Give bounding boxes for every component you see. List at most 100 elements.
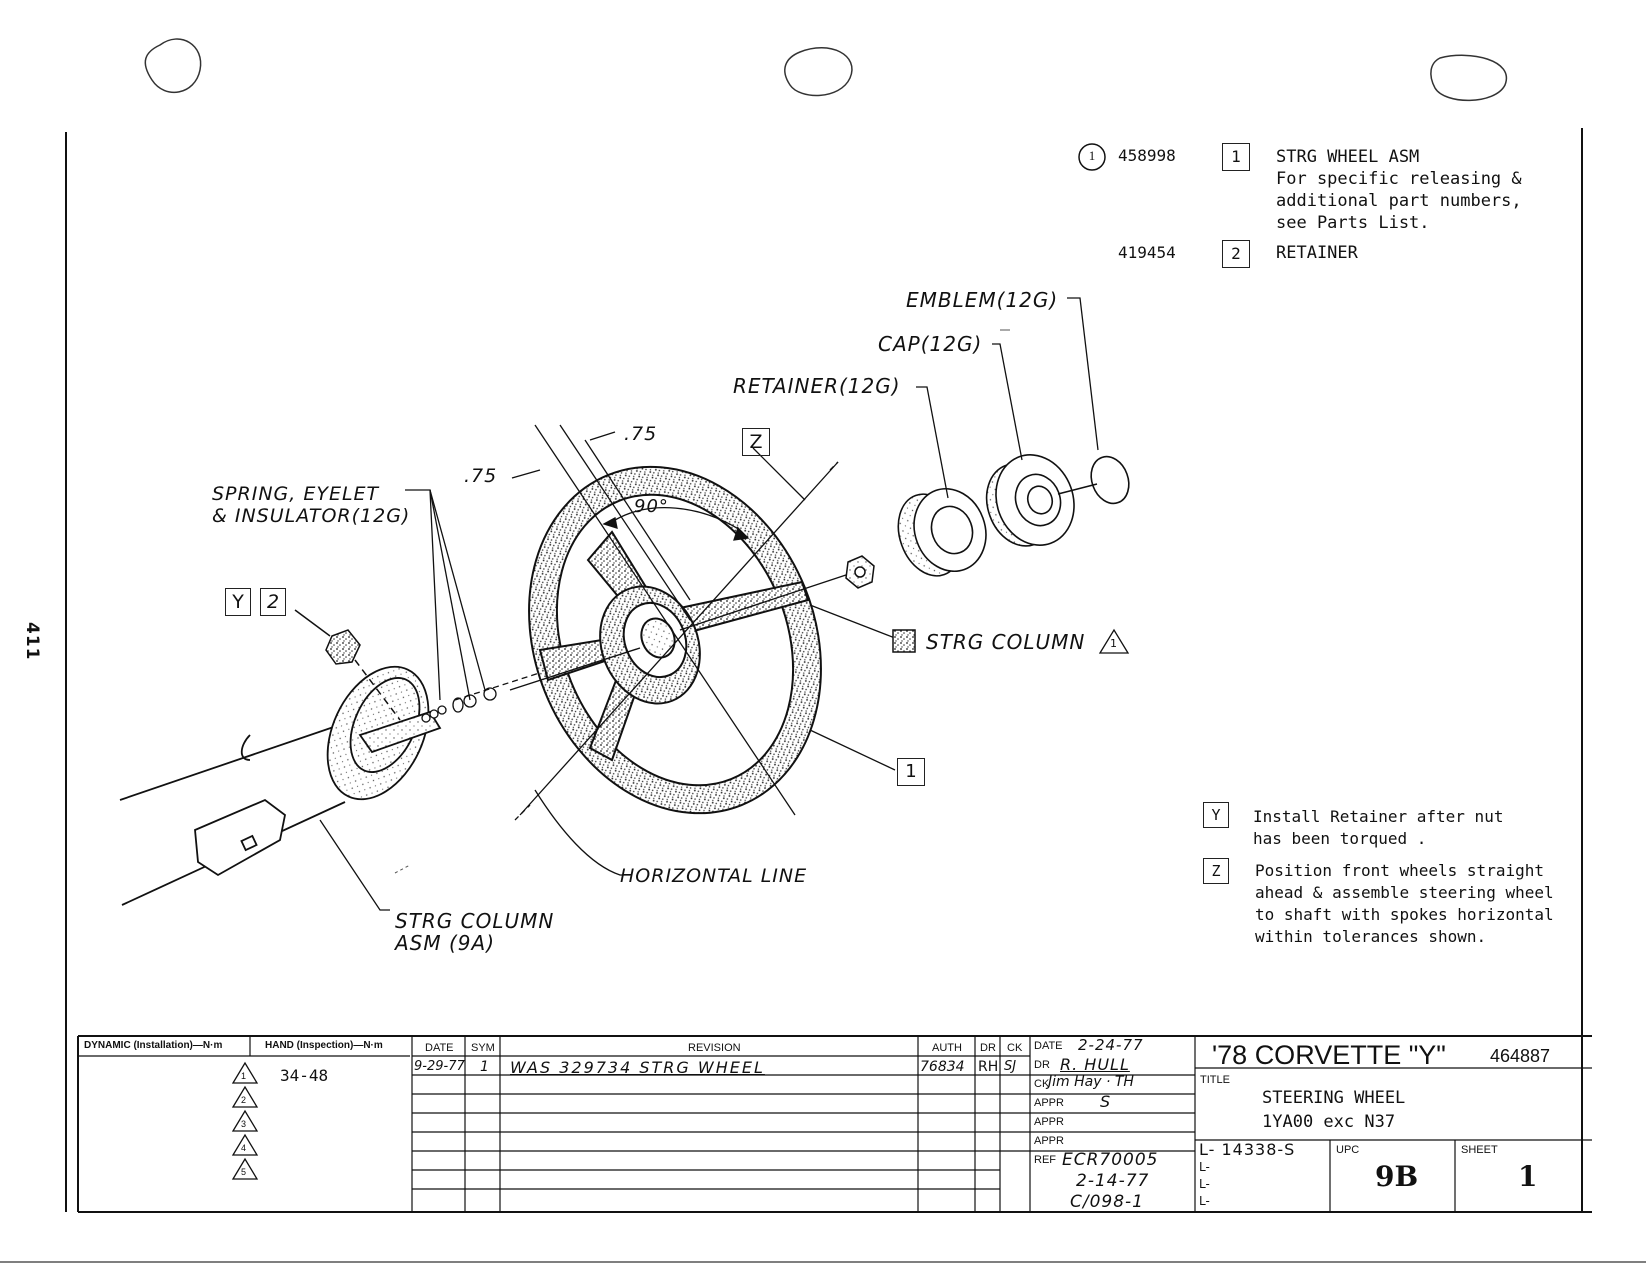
appr-dr-label: DR [1034, 1059, 1050, 1071]
hand-header: HAND (Inspection)—N·m [265, 1040, 383, 1051]
appr-label-1: APPR [1034, 1097, 1064, 1109]
part-desc-1: STRG WHEEL ASM For specific releasing & … [1276, 146, 1522, 234]
l-prefix-1: L- [1199, 1160, 1210, 1174]
part-desc-line: STRG WHEEL ASM [1276, 147, 1420, 167]
title-line: STEERING WHEEL [1262, 1088, 1406, 1108]
page-number: 411 [22, 622, 42, 661]
index-box-1: 1 [1222, 143, 1250, 171]
model-title: '78 CORVETTE "Y" [1212, 1040, 1446, 1070]
label-line: & INSULATOR(12G) [212, 505, 411, 527]
spring-eyelet-insulator [421, 659, 581, 723]
rev-header-sym: SYM [471, 1042, 495, 1054]
steering-column [119, 665, 442, 906]
rev-header-auth: AUTH [932, 1042, 962, 1054]
rev-header-date: DATE [425, 1042, 454, 1054]
l-prefix-3: L- [1199, 1194, 1210, 1208]
rev-header-dr: DR [980, 1042, 996, 1054]
ref-line: ECR70005 [1062, 1150, 1159, 1170]
hex-nut [845, 555, 875, 589]
ref-line: 2-14-77 [1076, 1171, 1150, 1191]
index-box-2: 2 [1222, 240, 1250, 268]
index-box-1-illustration: 1 [897, 758, 925, 786]
note-line: within tolerances shown. [1255, 927, 1487, 946]
torque-flag-triangles [231, 1061, 259, 1180]
binder-hole-center [784, 47, 853, 97]
appr-label-3: APPR [1034, 1135, 1064, 1147]
retainer-part [897, 487, 987, 577]
note-y-key: Y [1203, 802, 1229, 828]
note-y-box: Y [225, 588, 251, 616]
rev-header-ck: CK [1007, 1042, 1023, 1054]
label-line: SPRING, EYELET [212, 483, 380, 505]
note-line: Install Retainer after nut [1253, 807, 1504, 826]
rev-row-dr: RH [978, 1059, 999, 1075]
note-z-key: Z [1203, 858, 1229, 884]
label-spring-eyelet: SPRING, EYELET & INSULATOR(12G) [212, 483, 410, 527]
note-line: Position front wheels straight [1255, 861, 1544, 880]
label-cap: CAP(12G) [878, 332, 983, 356]
rev-row-date: 9-29-77 [414, 1059, 465, 1074]
rev-row-revision: WAS 329734 STRG WHEEL [510, 1058, 765, 1077]
rev-row-ck: SJ [1004, 1059, 1017, 1074]
torque-flag-1: 1 [241, 1071, 247, 1081]
note-y-text: Install Retainer after nut has been torq… [1253, 806, 1503, 850]
torque-flag-3: 3 [241, 1119, 247, 1129]
appr-date: 2-24-77 [1078, 1036, 1144, 1054]
appr-ck: Jim Hay · TH [1048, 1074, 1134, 1090]
note-line: to shaft with spokes horizontal [1255, 905, 1554, 924]
title-label: TITLE [1200, 1074, 1230, 1086]
note-z-text: Position front wheels straight ahead & a… [1255, 860, 1554, 948]
leader-lines [319, 297, 1099, 911]
label-angle: 90° [634, 496, 669, 517]
torque-flag-2: 2 [241, 1095, 247, 1105]
dynamic-header: DYNAMIC (Installation)—N·m [84, 1040, 223, 1051]
rev-row-auth: 76834 [920, 1059, 965, 1075]
drawing-title: STEERING WHEEL 1YA00 exc N37 [1262, 1086, 1405, 1134]
label-horizontal-line: HORIZONTAL LINE [620, 865, 808, 887]
ref-values: ECR70005 2-14-77 C/098-1 [1062, 1150, 1159, 1213]
rev-header-revision: REVISION [688, 1042, 741, 1054]
rev-row-sym: 1 [480, 1059, 490, 1075]
label-strg-column-asm: STRG COLUMN ASM (9A) [395, 910, 554, 954]
part-desc-2: RETAINER [1276, 243, 1358, 263]
binder-hole-left [144, 38, 202, 94]
ref-line: C/098-1 [1070, 1192, 1144, 1212]
label-line: STRG COLUMN [395, 909, 555, 933]
drawing-number: 464887 [1490, 1046, 1551, 1066]
label-retainer: RETAINER(12G) [733, 374, 901, 398]
part-number-2: 419454 [1118, 243, 1176, 262]
part-flag-number: 1 [1088, 148, 1096, 163]
ref-label: REF [1034, 1154, 1056, 1166]
part-desc-line: additional part numbers, [1276, 191, 1522, 211]
label-line: ASM (9A) [395, 931, 496, 955]
drawing-border [65, 128, 1592, 1213]
sheet-label: SHEET [1461, 1144, 1498, 1156]
appr-ck-label: CK [1034, 1078, 1050, 1090]
l-number: L- 14338-S [1199, 1140, 1296, 1159]
part-flag-circle [1078, 143, 1106, 171]
appr-value-1: S [1100, 1092, 1112, 1111]
label-emblem: EMBLEM(12G) [906, 288, 1059, 312]
part-number-1: 458998 [1118, 146, 1176, 165]
strg-column-flag [892, 628, 1130, 654]
tolerance-lines [511, 424, 839, 821]
emblem-part [1057, 455, 1130, 505]
cap-part [985, 454, 1075, 547]
label-tolerance-b: .75 [464, 465, 498, 487]
l-prefix-2: L- [1199, 1177, 1210, 1191]
upc-label: UPC [1336, 1144, 1360, 1156]
steering-wheel [528, 465, 822, 815]
note-line: ahead & assemble steering wheel [1255, 883, 1554, 902]
stray-mark [394, 864, 411, 874]
torque-flag-4: 4 [241, 1143, 247, 1153]
binder-hole-right [1430, 54, 1508, 102]
appr-dr: R. HULL [1060, 1055, 1130, 1074]
strg-column-flag-number: 1 [1110, 637, 1117, 650]
sheet-value: 1 [1518, 1160, 1538, 1193]
title-line: 1YA00 exc N37 [1262, 1112, 1396, 1132]
part-desc-line: see Parts List. [1276, 213, 1430, 233]
upc-value: 9B [1375, 1160, 1419, 1193]
shaft-axis [509, 571, 856, 691]
label-tolerance-a: .75 [624, 423, 658, 445]
